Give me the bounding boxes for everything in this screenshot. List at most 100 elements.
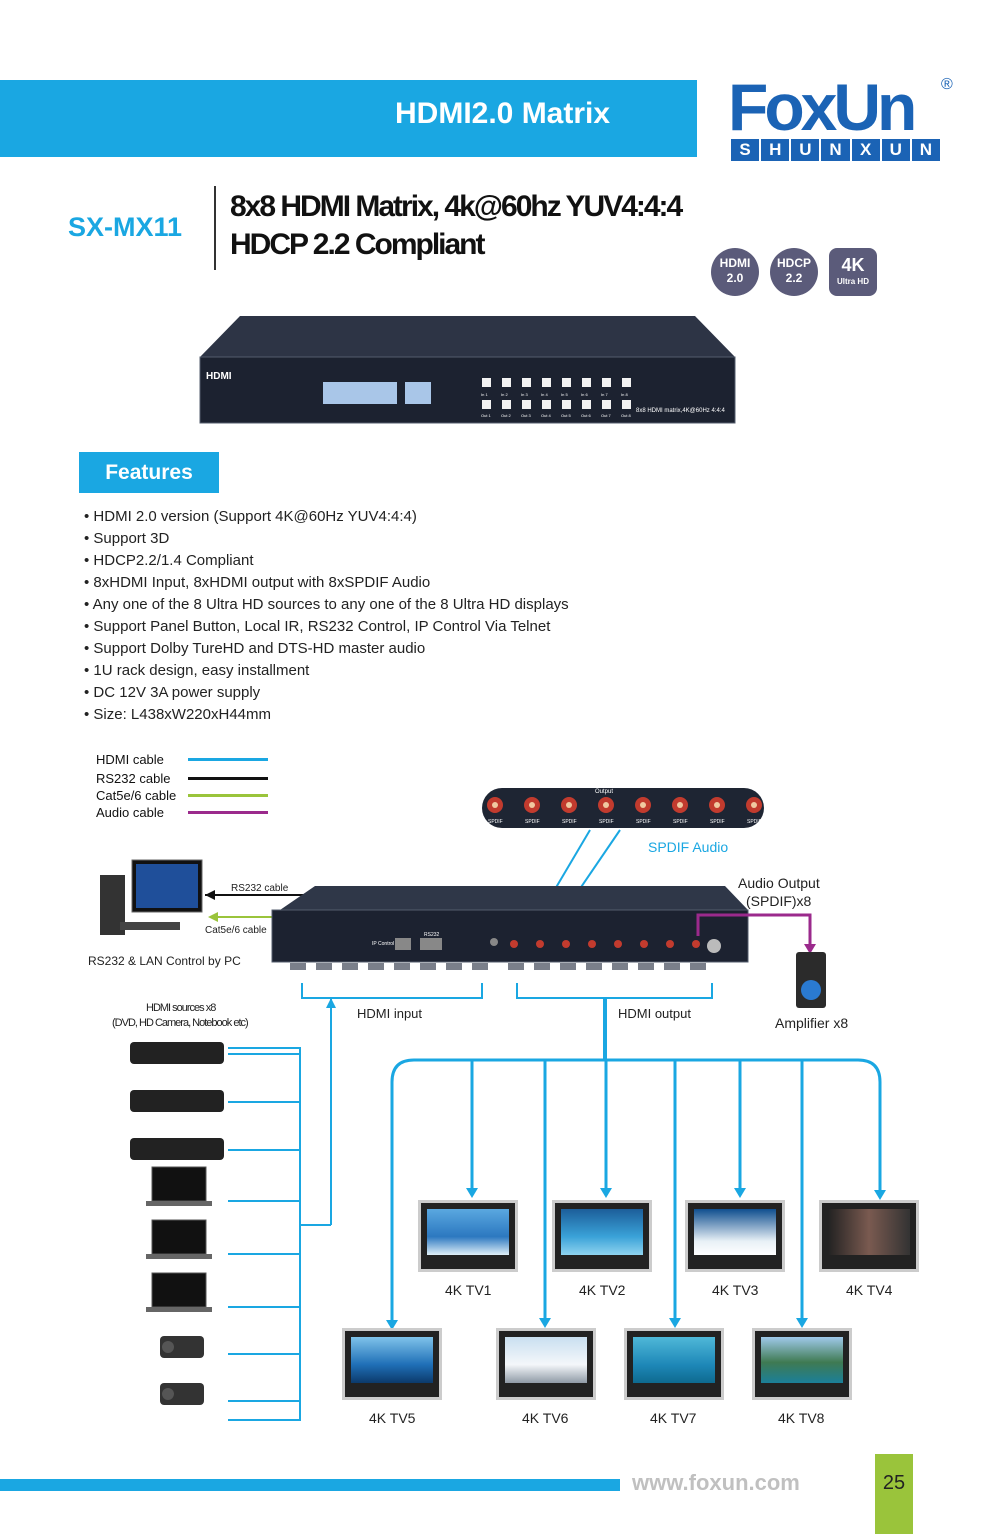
output-arrow [669,1318,681,1328]
features-list: HDMI 2.0 version (Support 4K@60Hz YUV4:4… [84,506,569,726]
model-number: SX-MX11 [68,212,183,242]
spdif-port-label: SPDIF [710,819,725,825]
output-button-label: Out 8 [621,413,632,418]
input-button [542,378,551,387]
input-button [522,378,531,387]
hdmi-output-port-icon [586,963,602,970]
legend-rs232-label: RS232 cable [96,771,171,786]
output-button [542,400,551,409]
spdif-port-core [751,802,757,808]
spdif-port-core [566,802,572,808]
input-button-label: In 2 [501,392,508,397]
rs232-cable-label: RS232 cable [231,883,289,894]
feature-item: DC 12V 3A power supply [84,682,569,704]
hdmi-input-port-icon [342,963,358,970]
brand-logo: FoxUn [728,70,917,144]
legend-audio-line [188,811,268,814]
spdif-port-core [492,802,498,808]
input-button [562,378,571,387]
hdmi-badge-icon: HDMI 2.0 [711,248,759,296]
audio-output-label: Audio Output [738,875,820,891]
output-arrow [466,1188,478,1198]
output-drops [386,1060,886,1330]
tv-screen [694,1209,776,1255]
spdif-port-core [714,802,720,808]
output-arrow [874,1190,886,1200]
output-button-label: Out 5 [561,413,572,418]
output-arrow [600,1188,612,1198]
hdmi-output-bracket [516,983,713,999]
hdmi-input-port-icon [446,963,462,970]
logo-letter: U [791,139,820,161]
page-title: HDMI2.0 Matrix [395,97,611,130]
spdif-rca-icon [510,940,518,948]
tv-label: 4K TV3 [712,1282,759,1298]
tv-icon [624,1328,724,1400]
camera-lens [162,1388,174,1400]
output-button-label: Out 6 [581,413,592,418]
hdmi-input-port-icon [290,963,306,970]
product-headline: 8x8 HDMI Matrix, 4k@60hz YUV4:4:4 [230,190,683,223]
badge-bottom: 2.2 [785,271,803,285]
input-button-label: In 7 [601,392,608,397]
dvd-player-icon [130,1042,224,1064]
output-arrow [796,1318,808,1328]
laptop-base [146,1254,212,1259]
spdif-panel [482,788,764,828]
website-link[interactable]: www.foxun.com [632,1470,800,1495]
spdif-port-core [640,802,646,808]
spdif-rca-icon [640,940,648,948]
spdif-port-label: SPDIF [747,819,762,825]
front-model-text: 8x8 HDMI matrix,4K@60Hz 4:4:4 [636,408,725,414]
hdmi-input-port-icon [420,963,436,970]
input-button-label: In 3 [521,392,528,397]
device-back-panel [271,909,749,963]
spdif-rca-icon [692,940,700,948]
tv-screen [828,1209,910,1255]
output-button [582,400,591,409]
output-button [502,400,511,409]
spdif-port-core [603,802,609,808]
lan-port-icon [395,938,411,950]
camera-icon [160,1383,204,1405]
spdif-port-label: SPDIF [525,819,540,825]
logo-letter: N [911,139,940,161]
input-button [622,378,631,387]
spdif-port-core [529,802,535,808]
tv-label: 4K TV4 [846,1282,893,1298]
tv-label: 4K TV8 [778,1410,825,1426]
laptop-icon [151,1272,207,1308]
feature-item: HDCP2.2/1.4 Compliant [84,550,569,572]
hdmi-output-port-icon [638,963,654,970]
legend-cat-line [188,794,268,797]
hdmi-input-port-icon [394,963,410,970]
hdmi-output-label: HDMI output [618,1006,691,1021]
product-subheadline: HDCP 2.2 Compliant [230,228,485,261]
badge-top: HDMI [719,256,751,270]
monitor-screen [136,864,198,908]
page-number: 25 [875,1454,913,1534]
hdmi-output-port-icon [508,963,524,970]
output-arrow [734,1188,746,1198]
features-heading: Features [79,452,219,493]
dc-port-icon [707,939,721,953]
input-button-label: In 4 [541,392,548,397]
cat-arrow [208,912,218,922]
tv-icon [752,1328,852,1400]
audio-cable [696,913,812,950]
feature-item: 1U rack design, easy installment [84,660,569,682]
4k-badge-icon: 4K Ultra HD [829,248,877,296]
camera-icon [160,1336,204,1358]
badge-top: HDCP [776,256,811,270]
laptop-icon [151,1219,207,1255]
pc-control-label: RS232 & LAN Control by PC [88,954,241,968]
tv-screen [761,1337,843,1383]
hdmi-input-bracket [301,983,483,999]
output-button-label: Out 4 [541,413,552,418]
spdif-port-label: SPDIF [599,819,614,825]
feature-item: Size: L438xW220xH44mm [84,704,569,726]
ir-port-icon [490,938,498,946]
